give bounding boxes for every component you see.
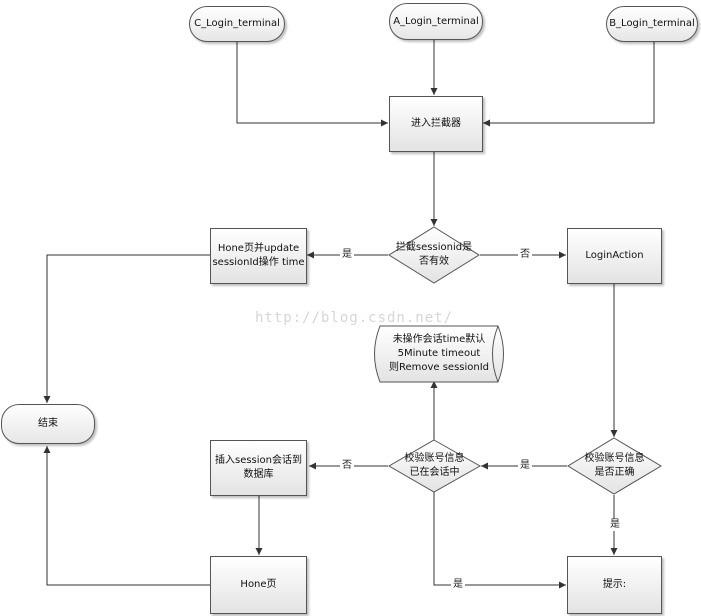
check-account-decision[interactable]: 校验账号信息是否正确 <box>567 437 662 495</box>
timeout-line-2: 5Minute timeout <box>397 348 481 359</box>
home-update-box[interactable]: Hone页并update sessionId操作 time <box>210 228 307 284</box>
timeout-line-3: 则Remove sessionId <box>388 362 490 373</box>
check-in-session-text: 校验账号信息已在会话中 <box>388 439 481 493</box>
check-account-diamond-shape <box>567 437 662 495</box>
edge-label-no-in-session: 否 <box>340 460 354 472</box>
insert-session-box[interactable]: 插入session会话到数据库 <box>210 440 307 496</box>
login-action-box[interactable]: LoginAction <box>567 228 662 284</box>
home-update-line-2: sessionId操作 time <box>212 257 305 268</box>
timeout-stored-data-shape <box>374 325 504 383</box>
check-session-text: 拦截sessionid是否有效 <box>388 226 480 284</box>
interceptor-box[interactable]: 进入拦截器 <box>389 96 483 152</box>
check-session-diamond-shape <box>388 226 480 284</box>
edge-label-yes-account-ok: 是 <box>518 460 532 472</box>
check-account-line-1: 校验账号信息 <box>584 453 645 464</box>
check-session-line-2: 否有效 <box>419 256 449 267</box>
edge-b-login-to-interceptor <box>483 42 655 127</box>
timeout-line-1: 未操作会话time默认 <box>392 334 486 345</box>
edge-check-in-session-to-prompt <box>433 492 566 589</box>
insert-session-line-1: 插入session会话到 <box>214 455 303 466</box>
check-session-line-1: 拦截sessionid是 <box>395 242 473 253</box>
home-update-line-1: Hone页并update <box>217 243 300 254</box>
check-account-text: 校验账号信息是否正确 <box>567 437 662 495</box>
edge-home-page-to-end <box>43 446 210 586</box>
b-login-terminal[interactable]: B_Login_terminal <box>606 6 698 42</box>
a-login-terminal[interactable]: A_Login_terminal <box>389 3 483 40</box>
timeout-stored-data[interactable]: 未操作会话time默认 5Minute timeout 则Remove sessio… <box>368 325 510 383</box>
check-in-session-line-1: 校验账号信息 <box>404 453 465 464</box>
c-login-terminal[interactable]: C_Login_terminal <box>189 6 285 42</box>
watermark-text: http://blog.csdn.net/ <box>255 310 454 326</box>
edge-label-yes-prompt: 是 <box>608 519 622 531</box>
check-account-line-2: 是否正确 <box>594 467 635 478</box>
edge-label-no-session-valid: 否 <box>518 249 532 261</box>
check-session-decision[interactable]: 拦截sessionid是否有效 <box>388 226 480 284</box>
edge-c-login-to-interceptor <box>236 42 388 127</box>
insert-session-line-2: 数据库 <box>243 469 274 480</box>
edge-label-yes-in-session: 是 <box>451 579 465 591</box>
check-in-session-line-2: 已在会话中 <box>409 467 460 478</box>
end-terminal[interactable]: 结束 <box>1 404 95 444</box>
edge-label-yes-session-valid: 是 <box>340 249 354 261</box>
check-in-session-diamond-shape <box>388 439 481 493</box>
timeout-text: 未操作会话time默认 5Minute timeout 则Remove sessio… <box>368 325 510 383</box>
prompt-box[interactable]: 提示: <box>567 556 662 614</box>
check-in-session-decision[interactable]: 校验账号信息已在会话中 <box>388 439 481 493</box>
home-page-box[interactable]: Hone页 <box>210 556 307 614</box>
edge-home-update-to-end <box>43 254 210 403</box>
